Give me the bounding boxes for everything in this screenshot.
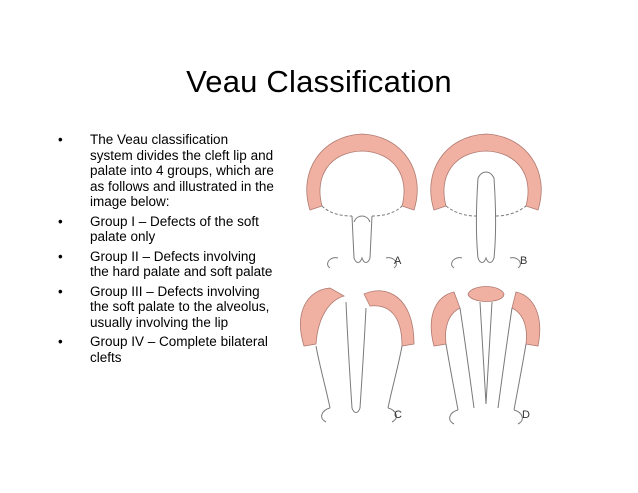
panel-a-alveolus: [306, 133, 418, 211]
bullet-dot: •: [58, 334, 63, 349]
bullet-item: • Group III – Defects involving the soft …: [58, 284, 274, 331]
panel-label-a: A: [394, 255, 402, 267]
panel-a-cleft: [351, 215, 373, 263]
panel-c-cleft: [345, 301, 367, 413]
bullet-dot: •: [58, 132, 63, 147]
panel-c-alveolus-right: [363, 290, 415, 347]
bullet-item: • Group II – Defects involving the hard p…: [58, 249, 274, 280]
bullet-item: • Group IV – Complete bilateral clefts: [58, 334, 274, 365]
panel-d-vomer: [479, 301, 493, 405]
bullet-text: Group III – Defects involving the soft p…: [90, 283, 270, 330]
bullet-text: The Veau classification system divides t…: [90, 132, 274, 209]
bullet-list: • The Veau classification system divides …: [58, 132, 274, 369]
panel-label-c: C: [394, 409, 402, 421]
slide-title: Veau Classification: [186, 64, 452, 99]
panel-b-cleft: [476, 171, 496, 263]
bullet-dot: •: [58, 248, 63, 264]
bullet-item: • The Veau classification system divides …: [58, 132, 274, 210]
veau-illustration-svg: A B C D: [300, 133, 542, 425]
bullet-dot: •: [58, 213, 63, 229]
panel-b-alveolus: [430, 133, 542, 211]
panel-d-alveolus-premaxilla: [467, 286, 505, 302]
bullet-dot: •: [58, 283, 63, 299]
bullet-text: Group II – Defects involving the hard pa…: [90, 248, 273, 280]
panel-label-d: D: [522, 409, 530, 421]
panel-c-alveolus-left: [300, 287, 346, 347]
panel-d-alveolus-right: [511, 291, 541, 347]
veau-illustration: A B C D: [290, 118, 560, 438]
bullet-text: Group I – Defects of the soft palate onl…: [90, 213, 259, 245]
panel-label-b: B: [520, 255, 527, 267]
panel-d-alveolus-left: [430, 291, 461, 347]
bullet-text: Group IV – Complete bilateral clefts: [90, 334, 268, 365]
bullet-item: • Group I – Defects of the soft palate on…: [58, 214, 274, 245]
